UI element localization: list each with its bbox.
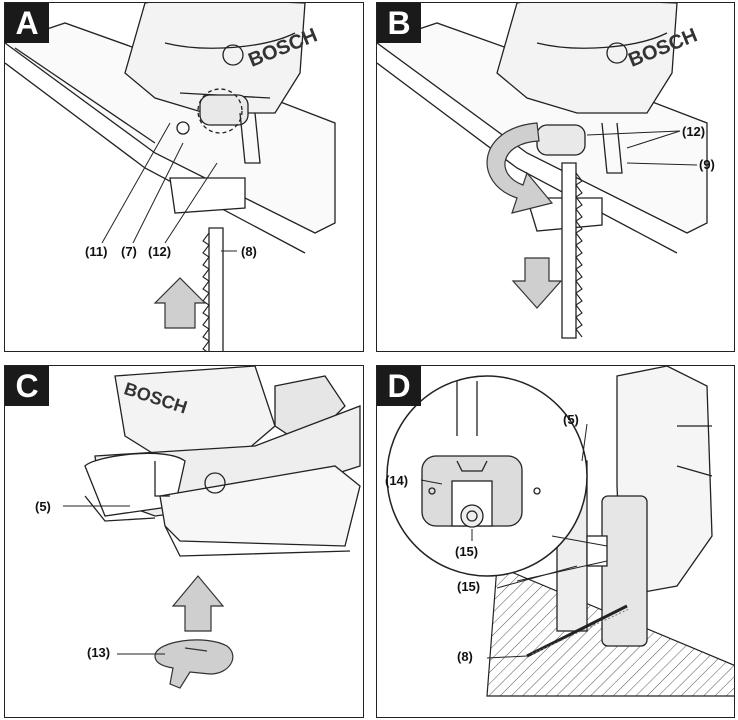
label-12: (12) — [148, 244, 172, 259]
label-8: (8) — [241, 244, 257, 259]
label-15-inset: (15) — [455, 544, 479, 559]
panel-b: B BOSCH (12) (9) — [376, 2, 735, 352]
down-arrow-icon — [511, 257, 563, 309]
label-15: (15) — [457, 579, 481, 594]
label-8: (8) — [457, 649, 473, 664]
label-12: (12) — [682, 124, 706, 139]
label-5: (5) — [35, 499, 51, 514]
blade-alignment-illustration — [386, 366, 734, 697]
label-11: (11) — [85, 244, 108, 259]
panel-d: D — [376, 365, 735, 718]
jigsaw-blade-clamp-illustration — [377, 3, 708, 339]
rotate-arrow-icon — [486, 122, 554, 214]
panel-c: C BOSCH (5) (13) — [4, 365, 364, 718]
panel-a: A — [4, 2, 364, 352]
panel-letter-c: C — [5, 366, 49, 406]
label-13: (13) — [87, 645, 111, 660]
label-7: (7) — [121, 244, 137, 259]
panel-letter-a: A — [5, 3, 49, 43]
splinter-guard-illustration — [63, 366, 361, 689]
up-arrow-icon — [153, 277, 207, 329]
label-14: (14) — [385, 473, 409, 488]
jigsaw-blade-insert-illustration — [5, 3, 336, 351]
label-9: (9) — [699, 157, 715, 172]
panel-letter-b: B — [377, 3, 421, 43]
label-5: (5) — [563, 412, 579, 427]
splinter-guard-part — [154, 639, 234, 689]
up-arrow-icon — [171, 575, 225, 632]
panel-letter-d: D — [377, 366, 421, 406]
